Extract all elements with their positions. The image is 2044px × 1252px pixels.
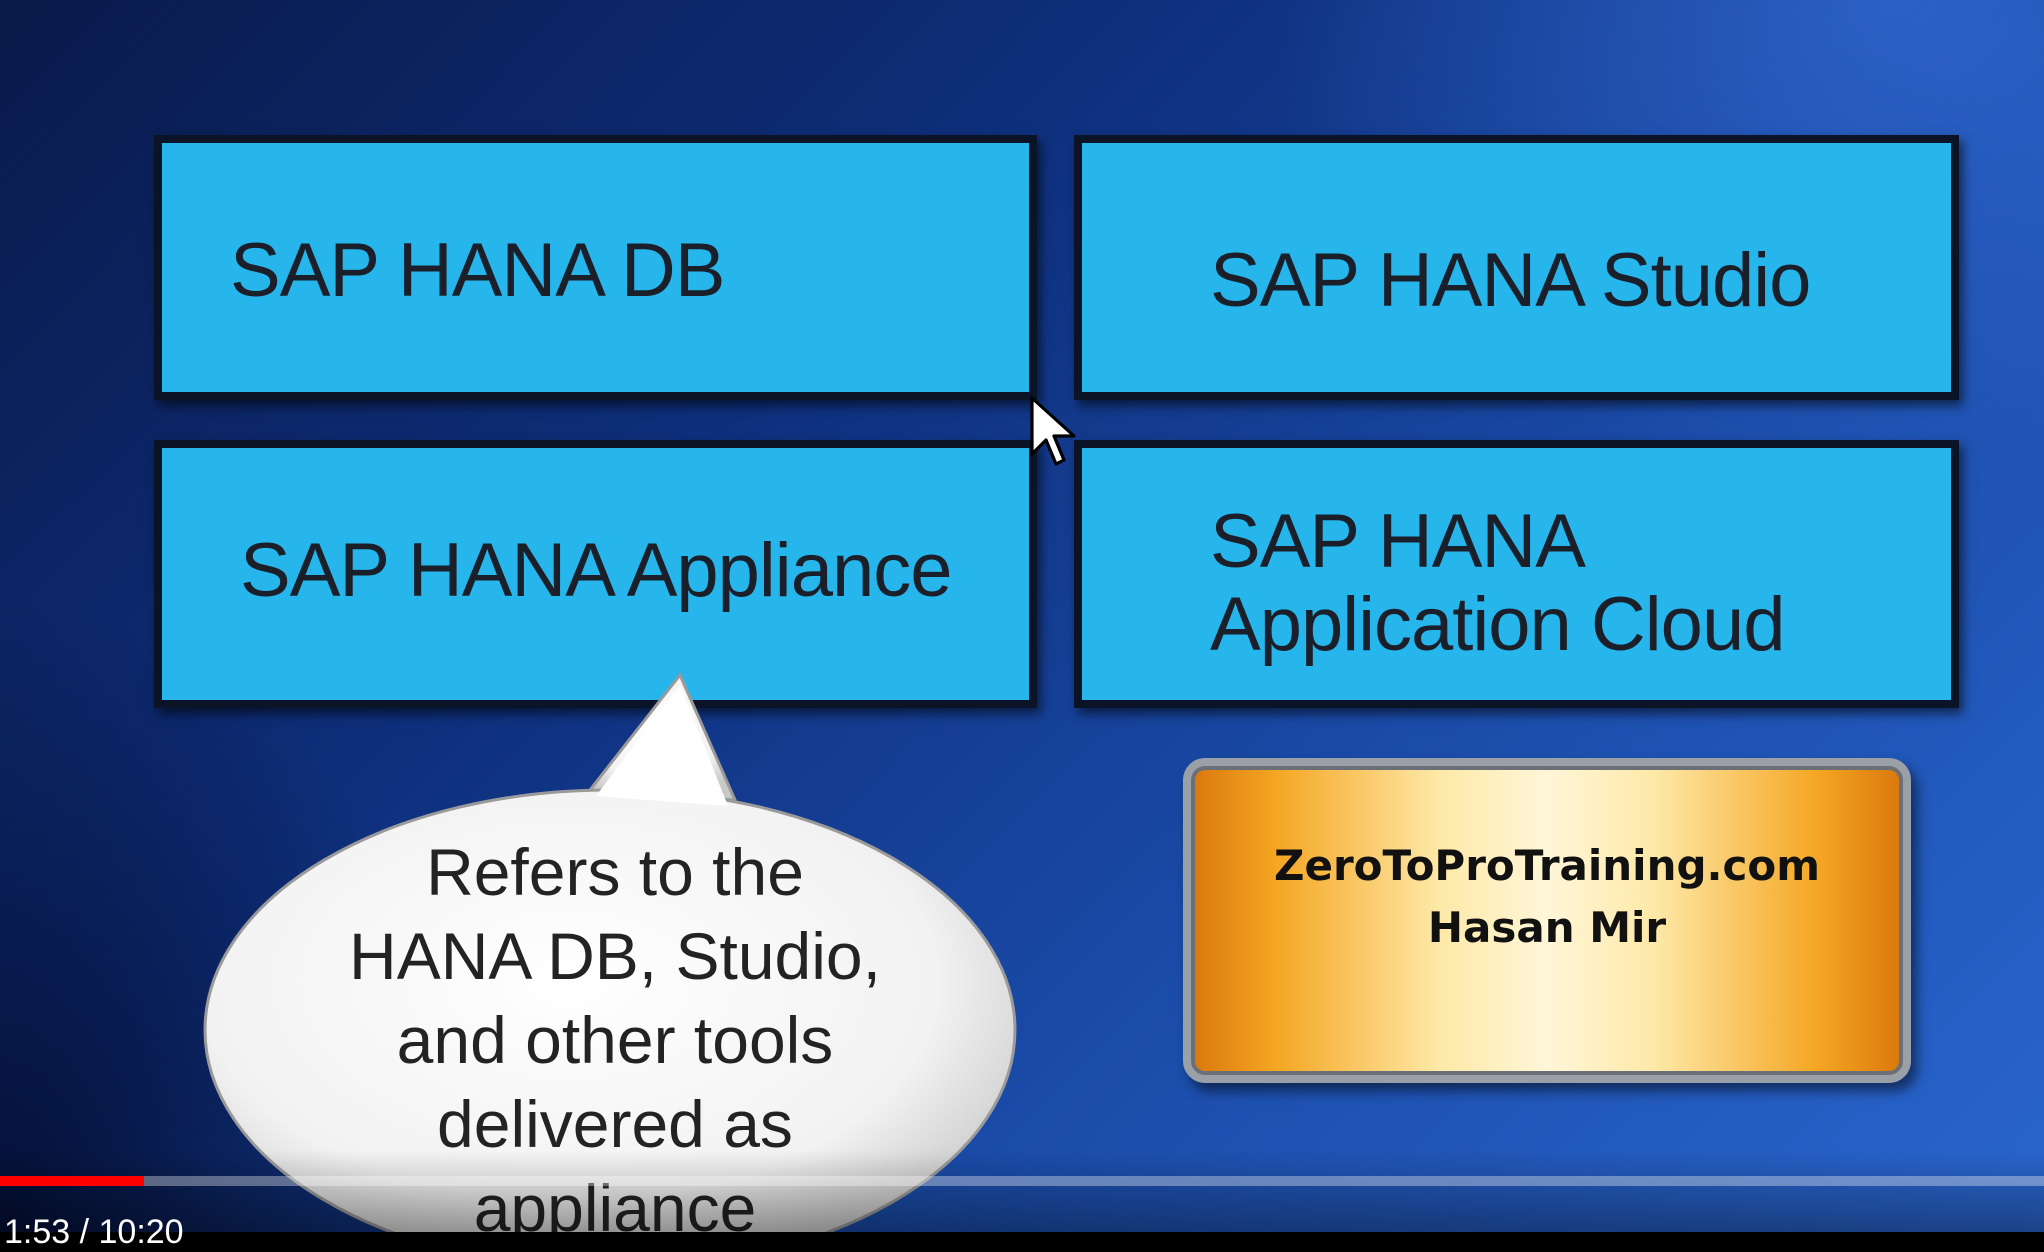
sap-hana-application-cloud-label-line1: SAP HANA: [1210, 499, 1586, 584]
video-time-display: 1:53 / 10:20: [4, 1213, 184, 1251]
callout-line: delivered as: [437, 1087, 793, 1161]
callout-text: Refers to the HANA DB, Studio, and other…: [270, 830, 960, 1232]
sap-hana-db-label: SAP HANA DB: [230, 228, 725, 313]
sap-hana-application-cloud-label-line2: Application Cloud: [1210, 582, 1785, 667]
callout-line: and other tools: [396, 1003, 834, 1077]
sap-hana-appliance-box: SAP HANA Appliance: [154, 440, 1037, 708]
video-player-controls: [0, 1150, 2044, 1232]
sap-hana-appliance-label: SAP HANA Appliance: [240, 528, 952, 613]
sap-hana-db-box: SAP HANA DB: [154, 135, 1037, 400]
logo-site-name: ZeroToProTraining.com: [1274, 841, 1820, 890]
callout-line: HANA DB, Studio,: [349, 919, 881, 993]
sap-hana-studio-label: SAP HANA Studio: [1210, 238, 1811, 323]
logo-author-name: Hasan Mir: [1427, 903, 1667, 952]
video-progress-bar[interactable]: [0, 1176, 2044, 1186]
video-progress-played: [0, 1176, 145, 1186]
sap-hana-studio-box: SAP HANA Studio: [1074, 135, 1959, 400]
sap-hana-application-cloud-box: SAP HANA Application Cloud: [1074, 440, 1959, 708]
callout-line: appliance: [270, 1166, 960, 1232]
callout-line: Refers to the: [426, 835, 804, 909]
mouse-pointer-icon: [1030, 396, 1076, 466]
zerotopro-logo-badge: ZeroToProTraining.com Hasan Mir: [1183, 758, 1911, 1083]
